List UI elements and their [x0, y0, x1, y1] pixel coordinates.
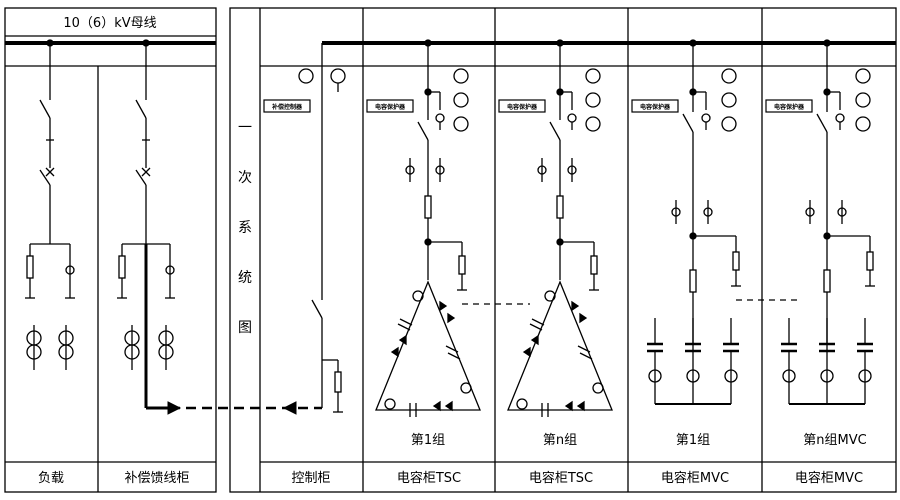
cos-meter-icon — [330, 68, 346, 84]
ammeter-icon — [721, 92, 737, 108]
device-label-tscn: 电容保护器 — [507, 103, 538, 111]
ammeter-icon — [855, 92, 871, 108]
bus-title: 10（6）kV母线 — [63, 16, 156, 31]
ammeter-icon — [721, 116, 737, 132]
device-label-tsc1: 电容保护器 — [375, 103, 406, 111]
column-label-load: 负载 — [38, 471, 64, 486]
ammeter-icon — [585, 92, 601, 108]
feeder-connection — [167, 401, 322, 415]
device-label-mvcn: 电容保护器 — [774, 103, 805, 111]
ammeter-icon — [453, 92, 469, 108]
mvc-group-1 — [647, 39, 741, 405]
system-vertical-label: 一 次 系 统 图 — [238, 120, 252, 336]
ammeter-icon — [453, 116, 469, 132]
device-label-control: 补偿控制器 — [271, 103, 303, 111]
comp-feeder — [117, 39, 175, 410]
group-label-mvcn: 第n组MVC — [803, 433, 866, 448]
column-label-tscn: 电容柜TSC — [529, 470, 593, 486]
svg-text:一: 一 — [238, 120, 252, 136]
load-feeder — [25, 39, 75, 370]
right-panel-frame — [229, 7, 897, 493]
mvc-group-n — [781, 39, 875, 405]
group-label-mvc1: 第1组 — [676, 433, 710, 448]
svg-text:次: 次 — [238, 170, 252, 186]
control-cabinet — [298, 43, 346, 413]
svg-text:图: 图 — [238, 320, 252, 336]
tsc-group-1 — [375, 39, 481, 417]
svg-text:系: 系 — [238, 220, 252, 236]
group-label-tsc1: 第1组 — [411, 433, 445, 448]
footer-labels: 负载 补偿馈线柜 控制柜 电容柜TSC 电容柜TSC 电容柜MVC 电容柜MVC — [38, 470, 863, 486]
device-label-mvc1: 电容保护器 — [640, 103, 671, 111]
group-labels: 第1组 第n组 第1组 第n组MVC — [411, 433, 867, 448]
ammeter-icon — [855, 116, 871, 132]
ammeter-icon — [453, 68, 469, 84]
column-label-mvcn: 电容柜MVC — [795, 470, 863, 486]
column-label-mvc1: 电容柜MVC — [661, 470, 729, 486]
svg-text:统: 统 — [238, 270, 252, 286]
group-label-tscn: 第n组 — [543, 433, 577, 448]
column-label-comp-feeder: 补偿馈线柜 — [124, 471, 189, 486]
ammeter-icon — [721, 68, 737, 84]
ammeter-icon — [855, 68, 871, 84]
device-label-boxes: 补偿控制器 电容保护器 电容保护器 电容保护器 电容保护器 — [263, 99, 813, 113]
column-label-tsc1: 电容柜TSC — [397, 470, 461, 486]
column-label-control: 控制柜 — [291, 471, 330, 486]
left-panel-frame — [4, 7, 217, 493]
var-meter-icon — [298, 68, 314, 84]
ammeter-icon — [585, 116, 601, 132]
tsc-group-n — [507, 39, 613, 417]
ammeter-icon — [585, 68, 601, 84]
